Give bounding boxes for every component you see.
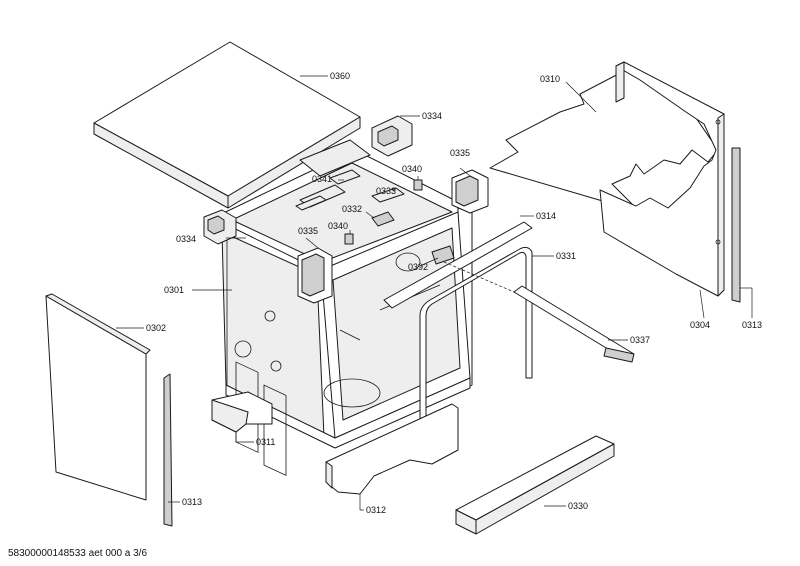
part-0304-side-panel (599, 61, 725, 297)
label-0311: 0311 (256, 437, 275, 447)
label-0340-lower: 0340 (328, 221, 348, 231)
part-0392-connector (431, 245, 455, 265)
part-0337-slide-rail (513, 285, 635, 363)
label-0302: 0302 (146, 323, 166, 333)
label-0335-left: 0335 (298, 226, 318, 236)
part-0311-plinth (211, 391, 273, 433)
label-0340-upper: 0340 (402, 164, 422, 174)
label-0330: 0330 (568, 501, 588, 511)
label-0331: 0331 (556, 251, 576, 261)
label-0334-upper: 0334 (422, 111, 442, 121)
label-0360: 0360 (330, 71, 350, 81)
part-0310-insulation-mat (489, 69, 719, 213)
label-0301: 0301 (164, 285, 184, 295)
part-0314-rail (383, 221, 533, 309)
part-0312-plinth (325, 403, 459, 495)
part-0331-frame (419, 246, 533, 435)
label-0334-left: 0334 (176, 234, 196, 244)
label-0341: 0341 (312, 174, 332, 184)
part-0335-right-holder (451, 169, 489, 214)
drawing-number: 58300000148533 aet 000 a 3/6 (8, 548, 147, 559)
label-0304: 0304 (690, 320, 710, 330)
label-0335-right: 0335 (450, 148, 470, 158)
label-0392: 0392 (408, 262, 428, 272)
label-0312: 0312 (366, 505, 386, 515)
part-0341-bracket (295, 169, 361, 211)
label-0333: 0333 (376, 186, 396, 196)
label-0313-left: 0313 (182, 497, 202, 507)
label-0313-right: 0313 (742, 320, 762, 330)
part-0313-right-trim (731, 147, 741, 303)
leader-lines (116, 75, 753, 511)
part-0334-left-bracket (203, 209, 237, 245)
part-0313-left-trim (163, 373, 173, 527)
part-0360-top-cover (93, 41, 361, 209)
label-0337: 0337 (630, 335, 650, 345)
label-0332: 0332 (342, 204, 362, 214)
part-0335-left-holder (297, 247, 333, 304)
label-0314: 0314 (536, 211, 556, 221)
part-0334-upper-bracket (371, 115, 413, 157)
part-labels: 0360 0334 0334 0310 0335 0335 0340 0340 … (146, 71, 762, 515)
part-0340-clip-lower (344, 233, 354, 245)
part-0333-bracket (371, 187, 405, 203)
part-0340-clip-upper (413, 179, 423, 191)
part-0302-side-panel (45, 293, 151, 501)
label-0310: 0310 (540, 74, 560, 84)
part-0332-bracket (371, 211, 395, 227)
part-0330-base-tray (455, 435, 615, 535)
